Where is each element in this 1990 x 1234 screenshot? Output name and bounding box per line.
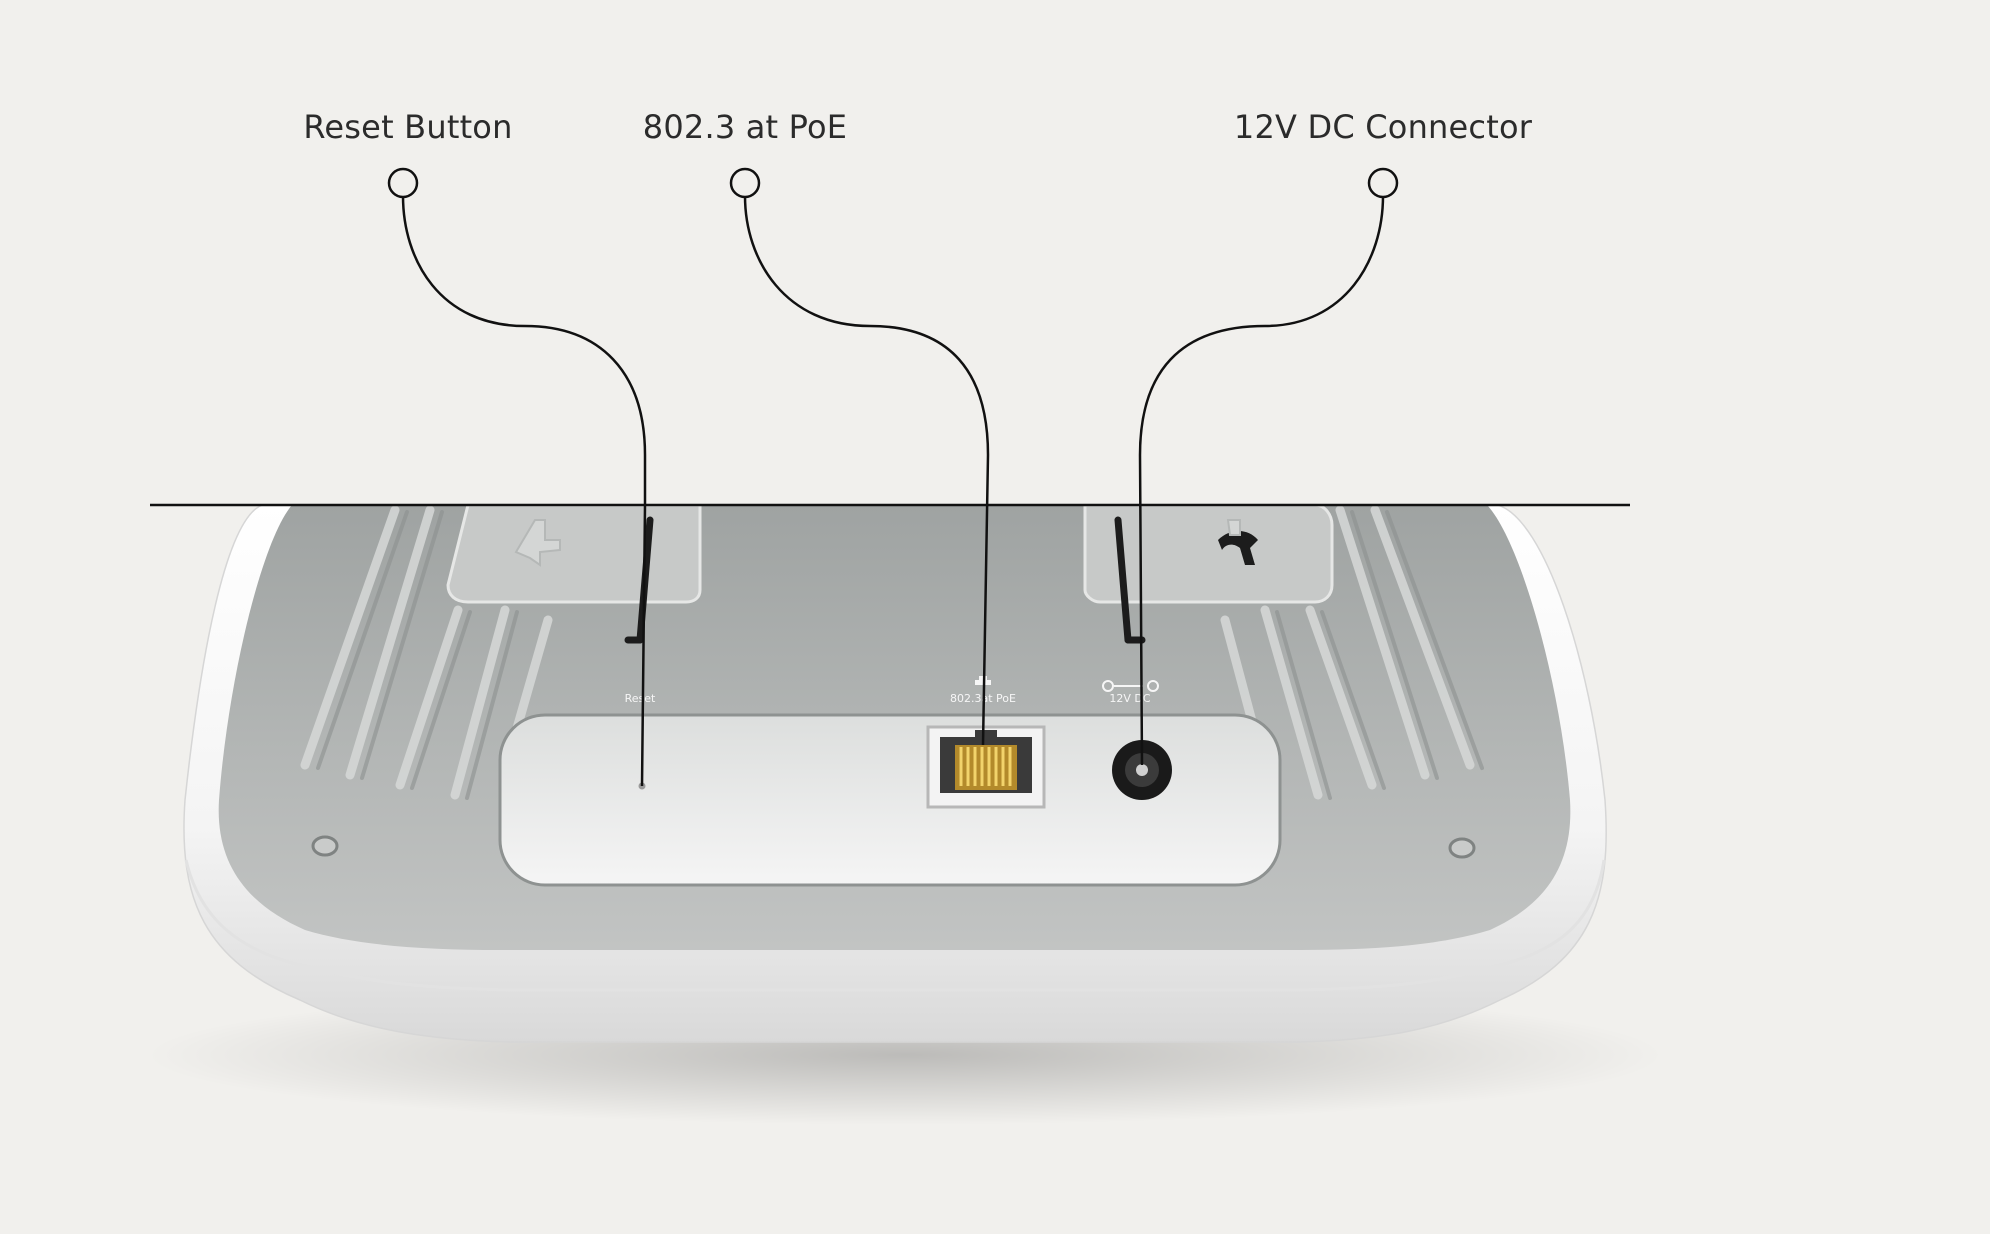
leader-line-reset	[401, 195, 647, 787]
screw-holes	[311, 835, 1476, 859]
leader-line-dc	[1138, 195, 1385, 766]
leader-line-poe	[743, 195, 990, 746]
callout-label-reset: Reset Button	[303, 108, 513, 146]
callout-label-poe: 802.3 at PoE	[642, 108, 848, 146]
device-rim-edge	[184, 859, 1606, 992]
dc-barrel-jack	[1112, 740, 1172, 800]
callout-marker-dc	[1367, 167, 1399, 199]
callout-marker-reset	[387, 167, 419, 199]
mounting-bracket-right	[1083, 503, 1334, 644]
ethernet-port	[926, 725, 1046, 809]
cooling-fins-right	[1220, 505, 1475, 800]
callout-marker-poe	[729, 167, 761, 199]
dc-marking: 12V DC	[1109, 692, 1150, 705]
reset-marking: Reset	[625, 692, 656, 705]
dc-polarity-icon	[1102, 680, 1159, 692]
mounting-bracket-left	[446, 503, 702, 644]
connector-bay	[498, 713, 1282, 887]
callout-label-dc: 12V DC Connector	[1233, 108, 1533, 146]
